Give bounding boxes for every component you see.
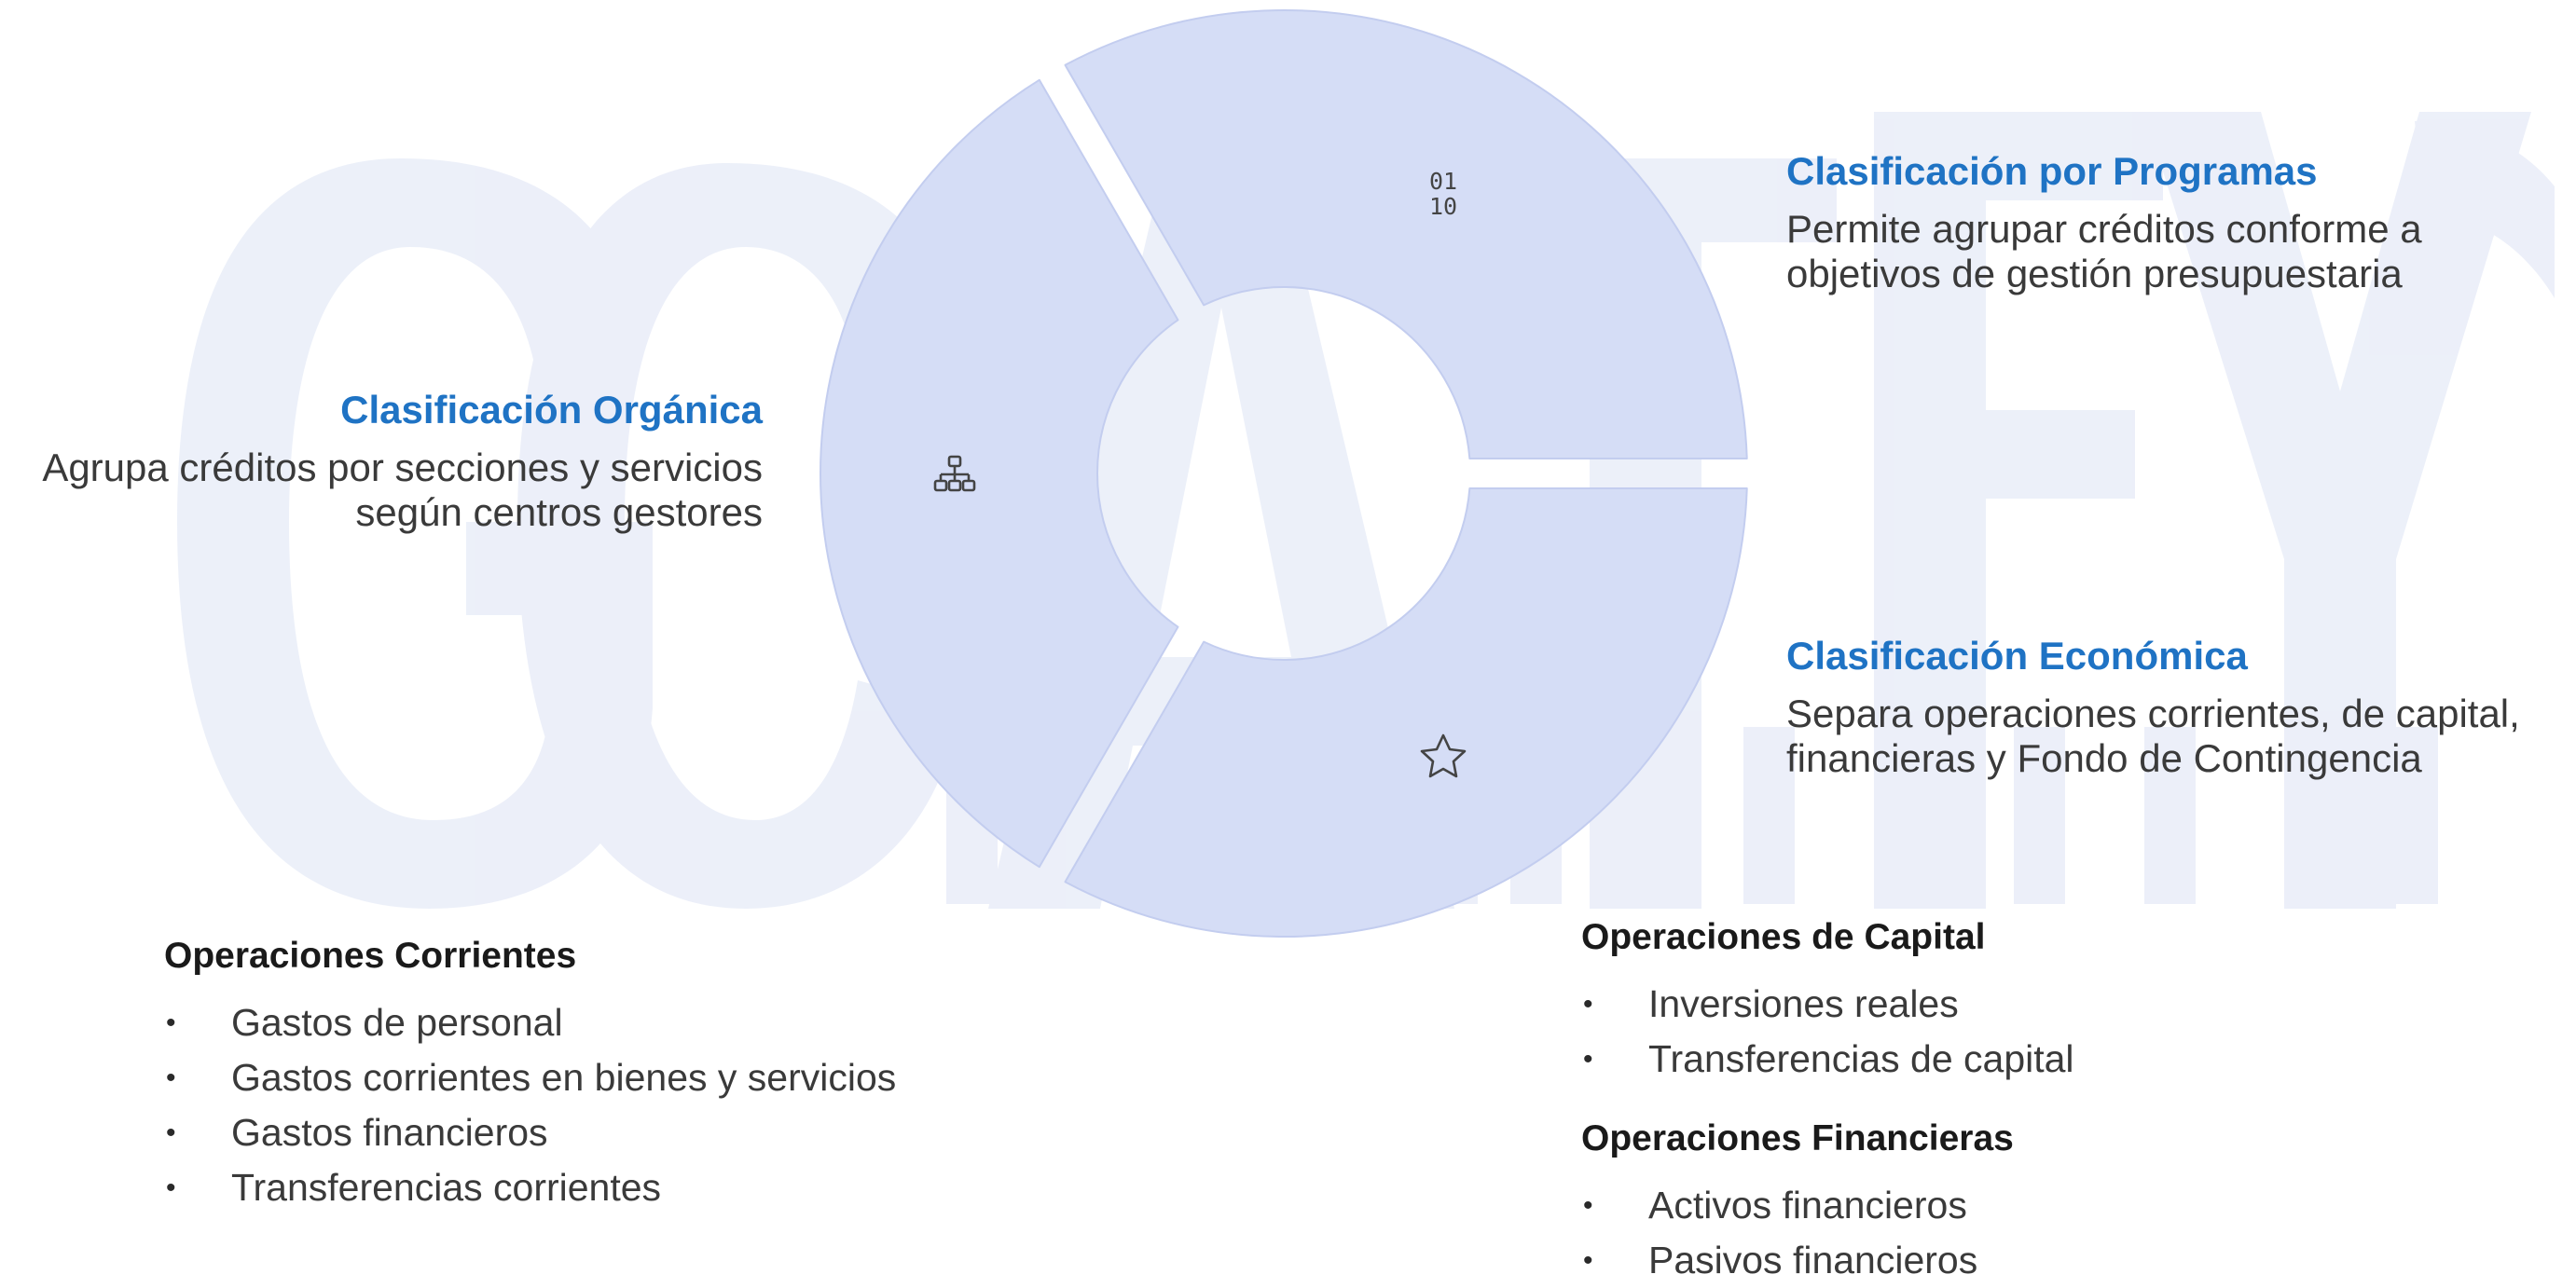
ops-financieras: Operaciones Financieras • Activos financi…: [1581, 1117, 2014, 1288]
bullet-icon: •: [166, 1172, 176, 1203]
list-item-text: Gastos de personal: [231, 1001, 563, 1044]
list-item-text: Transferencias de capital: [1648, 1037, 2074, 1080]
economica-desc-line2: financieras y Fondo de Contingencia: [1786, 736, 2422, 780]
bullet-icon: •: [1583, 1044, 1593, 1075]
programas-desc-line1: Permite agrupar créditos conforme a: [1786, 207, 2422, 251]
star-icon: [1420, 733, 1467, 778]
list-item-text: Pasivos financieros: [1648, 1239, 1978, 1281]
list-item-text: Activos financieros: [1648, 1184, 1967, 1226]
list-item: • Inversiones reales: [1581, 977, 2074, 1032]
organica-title: Clasificación Orgánica: [340, 388, 763, 432]
list-item-text: Transferencias corrientes: [231, 1166, 662, 1209]
organica-desc: Agrupa créditos por secciones y servicio…: [0, 445, 763, 535]
ops-capital-title: Operaciones de Capital: [1581, 917, 1986, 957]
list-item: • Transferencias de capital: [1581, 1032, 2074, 1087]
org-chart-icon: [933, 455, 976, 492]
ops-corrientes: Operaciones Corrientes • Gastos de person…: [164, 934, 896, 1215]
organica-desc-line2: según centros gestores: [355, 490, 763, 534]
list-item: • Gastos corrientes en bienes y servicios: [164, 1050, 896, 1105]
ops-corrientes-list: • Gastos de personal • Gastos corrientes e…: [164, 995, 896, 1215]
bullet-icon: •: [1583, 1190, 1593, 1221]
bullet-icon: •: [166, 1007, 176, 1038]
label-programas: Clasificación por Programas Permite agru…: [1786, 147, 2560, 296]
organica-desc-line1: Agrupa créditos por secciones y servicio…: [42, 445, 763, 489]
segment-economica: [1064, 486, 1748, 938]
ops-financieras-title: Operaciones Financieras: [1581, 1118, 2014, 1158]
list-item-text: Gastos corrientes en bienes y servicios: [231, 1056, 897, 1099]
svg-text:01: 01: [1429, 168, 1457, 195]
list-item: • Activos financieros: [1581, 1178, 2014, 1233]
programas-desc: Permite agrupar créditos conforme a obje…: [1786, 207, 2560, 296]
list-item-text: Gastos financieros: [231, 1111, 548, 1154]
ops-capital: Operaciones de Capital • Inversiones real…: [1581, 915, 2074, 1087]
ops-financieras-list: • Activos financieros • Pasivos financiero…: [1581, 1178, 2014, 1288]
label-economica: Clasificación Económica Separa operacion…: [1786, 632, 2560, 781]
economica-desc-line1: Separa operaciones corrientes, de capita…: [1786, 692, 2520, 735]
programas-desc-line2: objetivos de gestión presupuestaria: [1786, 252, 2403, 295]
bullet-icon: •: [1583, 1245, 1593, 1276]
svg-text:10: 10: [1429, 193, 1457, 220]
ops-capital-list: • Inversiones reales • Transferencias de c…: [1581, 977, 2074, 1087]
segment-organica: [820, 78, 1179, 869]
economica-title: Clasificación Económica: [1786, 634, 2248, 678]
segment-programas: [1064, 9, 1748, 460]
binary-icon: 01 10: [1429, 168, 1457, 220]
ops-corrientes-title: Operaciones Corrientes: [164, 936, 577, 976]
list-item: • Transferencias corrientes: [164, 1160, 896, 1215]
list-item: • Gastos financieros: [164, 1105, 896, 1160]
economica-desc: Separa operaciones corrientes, de capita…: [1786, 692, 2560, 781]
list-item: • Pasivos financieros: [1581, 1233, 2014, 1288]
bullet-icon: •: [166, 1117, 176, 1148]
list-item: • Gastos de personal: [164, 995, 896, 1050]
programas-title: Clasificación por Programas: [1786, 149, 2318, 193]
bullet-icon: •: [166, 1062, 176, 1093]
list-item-text: Inversiones reales: [1648, 982, 1959, 1025]
bullet-icon: •: [1583, 989, 1593, 1020]
label-organica: Clasificación Orgánica Agrupa créditos p…: [0, 386, 763, 535]
